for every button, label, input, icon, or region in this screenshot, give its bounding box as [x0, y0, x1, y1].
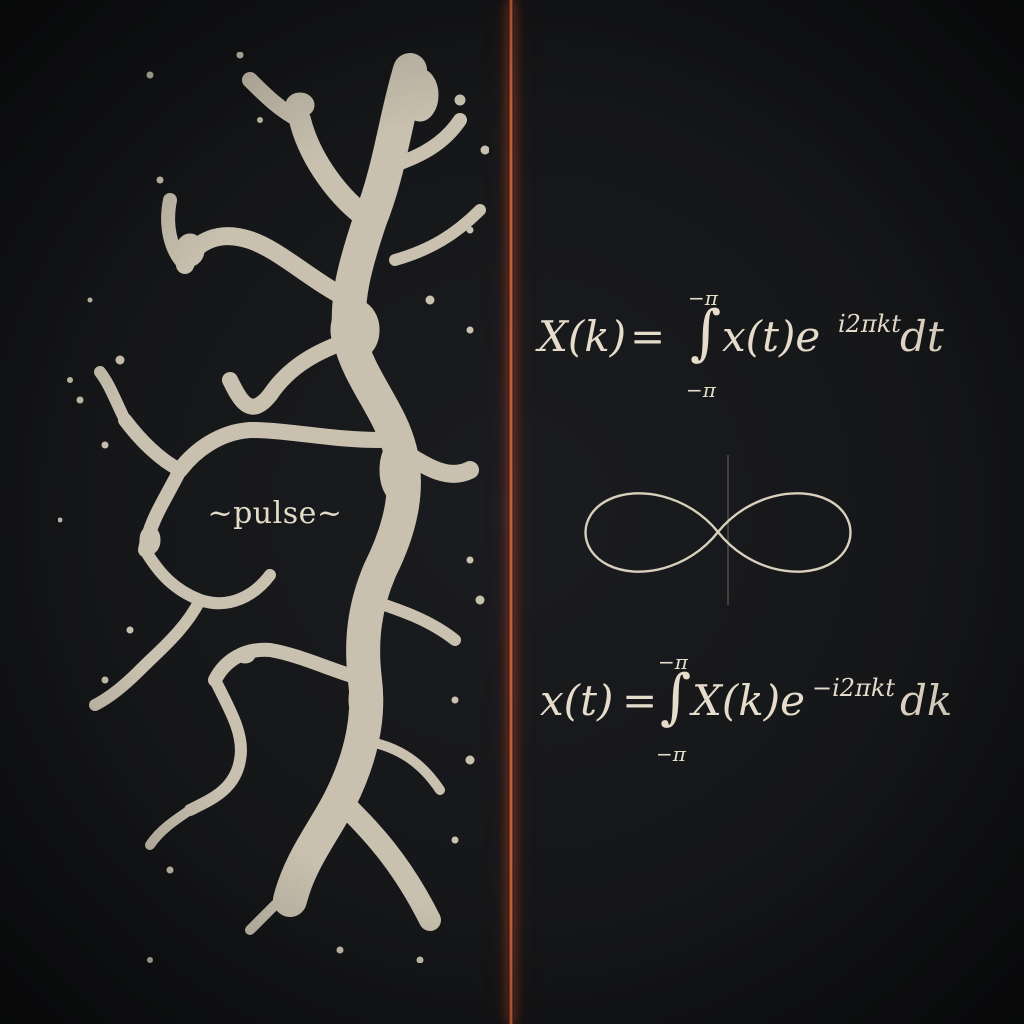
- equation-exponent: −i2πkt: [812, 674, 896, 702]
- equation-exponent: i2πkt: [838, 310, 901, 338]
- integral-sign: ∫: [660, 662, 692, 732]
- equation-equals: =: [622, 676, 658, 725]
- glowing-divider-line: [508, 0, 514, 1024]
- equation-differential: dk: [900, 676, 953, 725]
- splatter-shape: [57, 51, 490, 964]
- integral-lower-limit: −π: [656, 742, 686, 766]
- integral-upper-limit: −π: [688, 286, 718, 310]
- equation-integrand: x(t)e: [722, 312, 821, 361]
- equation-differential: dt: [900, 312, 944, 361]
- integral-lower-limit: −π: [686, 378, 716, 402]
- integral-upper-limit: −π: [658, 650, 688, 674]
- equation-integrand: X(k)e: [692, 676, 805, 725]
- inverse-transform-equation: x(t) = −π ∫ −π X(k)e −i2πkt dk: [540, 650, 960, 766]
- equation-lhs: X(k): [538, 312, 627, 361]
- equation-lhs: x(t): [540, 676, 614, 725]
- equation-equals: =: [630, 312, 666, 361]
- integral-sign: ∫: [690, 298, 722, 368]
- forward-transform-equation: X(k) = −π ∫ −π x(t)e i2πkt dt: [538, 286, 958, 402]
- pulse-label: ~pulse~: [207, 496, 343, 531]
- infinity-icon: [584, 455, 852, 605]
